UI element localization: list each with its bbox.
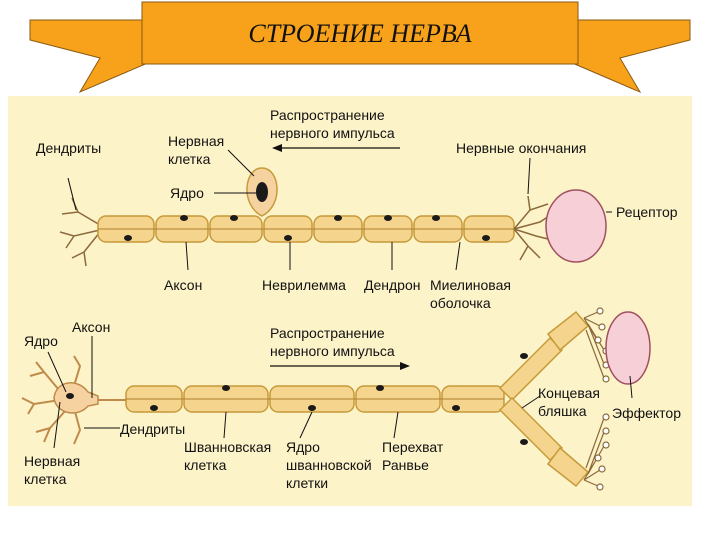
top-leader-lines (67, 149, 612, 271)
top-labels: Дендриты Нервная клетка Ядро Распростран… (36, 107, 678, 311)
label-end-plate-1: Концевая (538, 385, 600, 401)
banner-right-ribbon (569, 19, 691, 94)
label-propagation-bottom-1: Распространение (270, 325, 385, 341)
label-propagation-top-2: нервного импульса (270, 125, 395, 141)
label-ranvier-2: Ранвье (382, 457, 429, 473)
label-nerve-cell-top-2: клетка (168, 151, 211, 167)
label-ranvier-1: Перехват (382, 439, 444, 455)
title-banner: СТРОЕНИЕ НЕРВА (29, 1, 691, 94)
bottom-y-nuclei (520, 353, 528, 445)
top-fiber-nuclei (124, 215, 490, 241)
label-nucleus-bottom: Ядро (24, 333, 58, 349)
label-nerve-cell-bottom-1: Нервная (24, 453, 80, 469)
top-cell-nucleus (256, 182, 268, 202)
bottom-terminal-buttons (594, 307, 610, 491)
bottom-leader-lines (47, 336, 633, 449)
label-nerve-cell-bottom-2: клетка (24, 471, 67, 487)
receptor-shape (545, 189, 607, 263)
effector-shape (605, 311, 651, 385)
label-schwann-cell-1: Шванновская (184, 439, 271, 455)
label-schwann-nucleus-1: Ядро (286, 439, 320, 455)
label-schwann-nucleus-3: клетки (286, 475, 328, 491)
label-schwann-nucleus-2: шванновской (286, 457, 372, 473)
bottom-propagation-arrow (270, 362, 410, 370)
label-neurilemma: Неврилемма (262, 277, 346, 293)
label-axon-top: Аксон (164, 277, 202, 293)
label-end-plate-2: бляшка (538, 403, 587, 419)
label-myelin-2: оболочка (430, 295, 491, 311)
label-effector: Эффектор (612, 405, 681, 421)
bottom-cell-dendrites (21, 355, 82, 445)
label-dendrites-top: Дендриты (36, 140, 101, 156)
bottom-cell-nucleus (66, 393, 74, 399)
label-dendrites-bottom: Дендриты (120, 421, 185, 437)
label-axon-bottom: Аксон (72, 319, 110, 335)
label-propagation-top-1: Распространение (270, 107, 385, 123)
label-nerve-endings: Нервные окончания (456, 140, 586, 156)
label-nucleus-top: Ядро (170, 185, 204, 201)
label-receptor: Рецептор (616, 204, 678, 220)
page-title: СТРОЕНИЕ НЕРВА (248, 19, 471, 48)
banner-main (141, 1, 579, 65)
diagram-panel (8, 96, 692, 506)
label-schwann-cell-2: клетка (184, 457, 227, 473)
bottom-y-branch (498, 310, 590, 488)
bottom-fiber-nuclei (150, 385, 460, 411)
top-propagation-arrow (272, 144, 400, 152)
bottom-labels: Ядро Аксон Распространение нервного импу… (24, 319, 681, 491)
label-propagation-bottom-2: нервного импульса (270, 343, 395, 359)
top-neuron (59, 167, 607, 267)
bottom-neuron (21, 307, 651, 491)
label-myelin-1: Миелиновая (430, 277, 511, 293)
label-dendron: Дендрон (364, 277, 420, 293)
banner-left-ribbon (29, 19, 151, 94)
label-nerve-cell-top-1: Нервная (168, 133, 224, 149)
top-nerve-endings (513, 195, 553, 261)
